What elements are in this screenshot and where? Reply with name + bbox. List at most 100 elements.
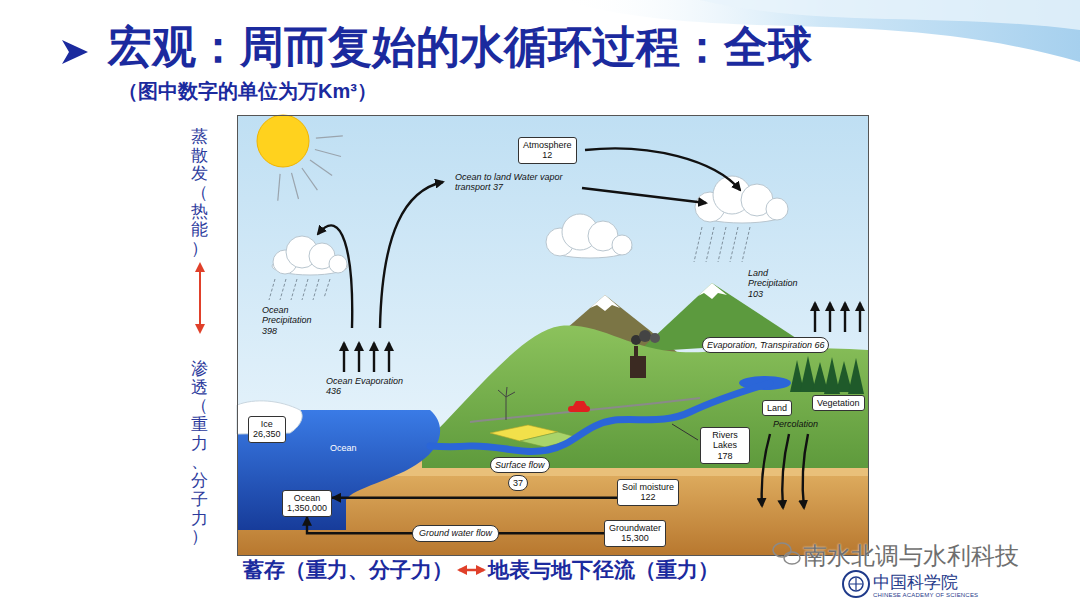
double-arrow-horizontal bbox=[459, 570, 484, 571]
land bbox=[422, 326, 868, 468]
bottom-label: 地表与地下径流（重力） bbox=[488, 557, 719, 582]
windmill bbox=[498, 390, 506, 397]
land bbox=[422, 326, 868, 468]
flux-value: 37 bbox=[508, 475, 528, 491]
flow-arrow bbox=[844, 303, 846, 332]
rain bbox=[302, 279, 308, 300]
sun bbox=[315, 150, 341, 157]
box-name: Surface flow bbox=[495, 460, 545, 470]
rain bbox=[269, 279, 275, 300]
sun bbox=[278, 136, 343, 201]
flow-arrow bbox=[814, 303, 816, 332]
double-arrow-horizontal bbox=[459, 569, 484, 572]
sun bbox=[257, 115, 343, 201]
flow-arrow bbox=[373, 343, 375, 372]
cas-emblem bbox=[843, 571, 869, 597]
double-arrow-vertical bbox=[199, 264, 201, 332]
box-name: Land bbox=[767, 403, 787, 413]
mountain bbox=[698, 283, 727, 299]
flow-arrow bbox=[343, 343, 345, 372]
trees bbox=[790, 356, 864, 394]
wechat-icon bbox=[773, 543, 800, 564]
side-label: 渗透（重力、分子力） bbox=[191, 360, 208, 547]
logo-text: 中国科学院 bbox=[873, 571, 958, 594]
mountain bbox=[590, 295, 620, 311]
flow-arrow bbox=[380, 182, 443, 328]
rain bbox=[718, 227, 726, 262]
rain bbox=[291, 279, 297, 300]
flow-arrow bbox=[318, 225, 352, 328]
logo-text: CHINESE ACADEMY OF SCIENCES bbox=[873, 592, 978, 598]
flow-arrow bbox=[803, 434, 808, 508]
diagram-frame bbox=[238, 116, 869, 556]
reservoir-box: Rivers Lakes178 bbox=[700, 427, 750, 464]
double-arrow-vertical bbox=[200, 264, 201, 332]
sun bbox=[310, 160, 332, 176]
flow-arrow bbox=[332, 497, 617, 499]
box-name: Vegetation bbox=[817, 398, 860, 408]
flux-label: Ocean Precipitation 398 bbox=[262, 305, 324, 336]
edge-label: Ground water flow bbox=[412, 525, 499, 541]
unit-note: （图中数字的单位为万Km³） bbox=[118, 78, 377, 105]
cas-emblem bbox=[843, 571, 869, 597]
flux-box: Evaporation, Transpiration 66 bbox=[702, 337, 829, 353]
watermark: 南水北调与水利科技 bbox=[803, 540, 1019, 572]
cas-emblem bbox=[849, 577, 863, 591]
sun bbox=[302, 168, 318, 190]
rain bbox=[694, 227, 702, 262]
box-name: 37 bbox=[513, 478, 523, 488]
box-value: 122 bbox=[622, 492, 674, 502]
leader-line bbox=[672, 424, 698, 440]
box-name: Ocean bbox=[287, 493, 327, 503]
title-bullet bbox=[62, 40, 88, 64]
river bbox=[430, 383, 770, 451]
process-label: Percolation bbox=[773, 419, 818, 429]
flow-arrow bbox=[859, 303, 861, 332]
flow-arrow bbox=[582, 188, 706, 203]
trees bbox=[848, 358, 864, 394]
reservoir-box: Atmosphere12 bbox=[518, 137, 577, 164]
factory bbox=[639, 330, 651, 342]
ocean bbox=[237, 410, 440, 530]
title-bullet bbox=[62, 40, 88, 64]
flow-arrow bbox=[782, 434, 789, 508]
windmill bbox=[506, 387, 507, 397]
bottom-label: 蓄存（重力、分子力） bbox=[243, 557, 453, 582]
cloud bbox=[329, 255, 347, 273]
wechat-icon bbox=[773, 543, 791, 557]
box-value: 178 bbox=[705, 451, 745, 461]
rain bbox=[706, 227, 714, 262]
sun bbox=[316, 136, 343, 138]
zone-box: Land bbox=[762, 400, 792, 416]
rain bbox=[730, 227, 738, 262]
cas-emblem bbox=[850, 578, 862, 590]
box-name: Ice bbox=[253, 419, 281, 429]
sun bbox=[257, 115, 309, 167]
box-name: Groundwater bbox=[609, 523, 661, 533]
box-value: 1,350,000 bbox=[287, 503, 327, 513]
windmill bbox=[506, 392, 515, 397]
rain bbox=[313, 279, 319, 300]
box-name: Rivers Lakes bbox=[705, 430, 745, 451]
car bbox=[573, 401, 587, 406]
side-label: 蒸散发（热能） bbox=[191, 128, 208, 259]
flux-label: Ocean to land Water vapor transport 37 bbox=[455, 172, 577, 193]
factory bbox=[634, 346, 638, 356]
region-label: Ocean bbox=[330, 443, 357, 453]
flow-arrow bbox=[388, 343, 390, 372]
rain bbox=[742, 227, 750, 262]
reservoir-box: Soil moisture122 bbox=[617, 479, 679, 506]
zone-box: Vegetation bbox=[812, 395, 865, 411]
sun bbox=[292, 173, 299, 199]
flow-arrow bbox=[318, 148, 860, 508]
flow-arrow bbox=[585, 148, 740, 190]
box-name: Evaporation, Transpiration 66 bbox=[707, 340, 824, 350]
flow-arrow bbox=[829, 303, 831, 332]
box-name: Soil moisture bbox=[622, 482, 674, 492]
sun bbox=[278, 174, 280, 201]
car bbox=[568, 401, 590, 412]
reservoir-box: Ice26,350 bbox=[248, 416, 286, 443]
factory bbox=[630, 330, 660, 378]
ocean bbox=[237, 410, 440, 530]
